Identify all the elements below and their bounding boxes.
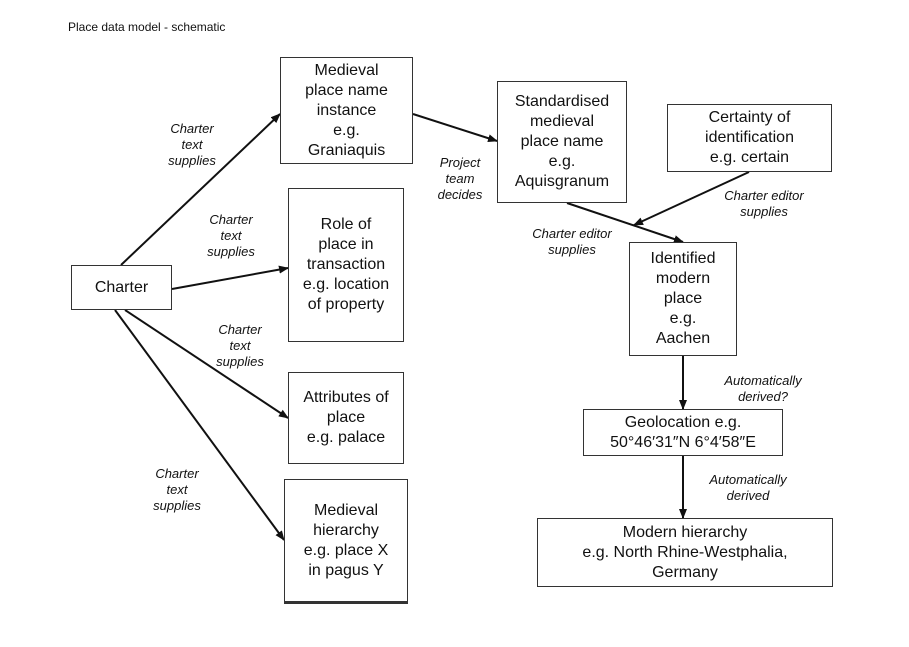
node-attributes-of-place-label: Attributes of place e.g. palace	[303, 389, 389, 446]
edge-charter-to-attributes	[124, 309, 289, 419]
diagram-title: Place data model - schematic	[68, 20, 226, 34]
node-certainty-label: Certainty of identification e.g. certain	[705, 109, 794, 166]
node-charter: Charter	[71, 265, 172, 310]
edge-label-auto-derived: Automatically derived	[709, 472, 787, 503]
edge-charter-to-role	[171, 265, 289, 290]
edge-charter-to-medieval-name	[120, 113, 281, 266]
node-medieval-place-name-label: Medieval place name instance e.g. Grania…	[305, 61, 388, 159]
node-attributes-of-place: Attributes of place e.g. palace	[288, 372, 404, 464]
node-identified-modern-place: Identified modern place e.g. Aachen	[629, 242, 737, 356]
edge-label-project-team: Project team decides	[437, 155, 483, 202]
node-charter-label: Charter	[94, 278, 149, 296]
edge-label-auto-derived-q: Automatically derived?	[724, 373, 802, 404]
node-modern-hierarchy-label: Modern hierarchy e.g. North Rhine-Westph…	[582, 523, 788, 581]
node-medieval-hierarchy-label: Medieval hierarchy e.g. place X in pagus…	[303, 501, 389, 579]
edge-name-to-standardised	[412, 113, 498, 143]
node-identified-modern-place-label: Identified modern place e.g. Aachen	[650, 250, 716, 347]
node-modern-hierarchy: Modern hierarchy e.g. North Rhine-Westph…	[537, 518, 833, 587]
edge-certainty-to-identified	[633, 171, 750, 226]
edge-standardised-to-identified	[566, 202, 684, 243]
node-standardised-name-label: Standardised medieval place name e.g. Aq…	[514, 93, 610, 190]
edge-label-charter-to-name: Charter text supplies	[168, 121, 216, 168]
node-medieval-place-name: Medieval place name instance e.g. Grania…	[280, 57, 413, 164]
node-standardised-name: Standardised medieval place name e.g. Aq…	[497, 81, 627, 203]
node-certainty: Certainty of identification e.g. certain	[667, 104, 832, 172]
edge-label-charter-to-role: Charter text supplies	[207, 212, 255, 259]
edge-charter-to-medieval-hierarchy	[114, 309, 285, 541]
node-geolocation-label: Geolocation e.g. 50°46′31″N 6°4′58″E	[610, 413, 756, 451]
edge-label-charter-to-attributes: Charter text supplies	[216, 322, 264, 369]
node-role-of-place: Role of place in transaction e.g. locati…	[288, 188, 404, 342]
edge-label-editor-right: Charter editor supplies	[724, 188, 804, 219]
node-medieval-hierarchy: Medieval hierarchy e.g. place X in pagus…	[284, 479, 408, 604]
edge-label-editor-left: Charter editor supplies	[532, 226, 612, 257]
edge-label-charter-to-hierarchy: Charter text supplies	[153, 466, 201, 513]
node-role-of-place-label: Role of place in transaction e.g. locati…	[302, 216, 390, 313]
node-geolocation: Geolocation e.g. 50°46′31″N 6°4′58″E	[583, 409, 783, 456]
